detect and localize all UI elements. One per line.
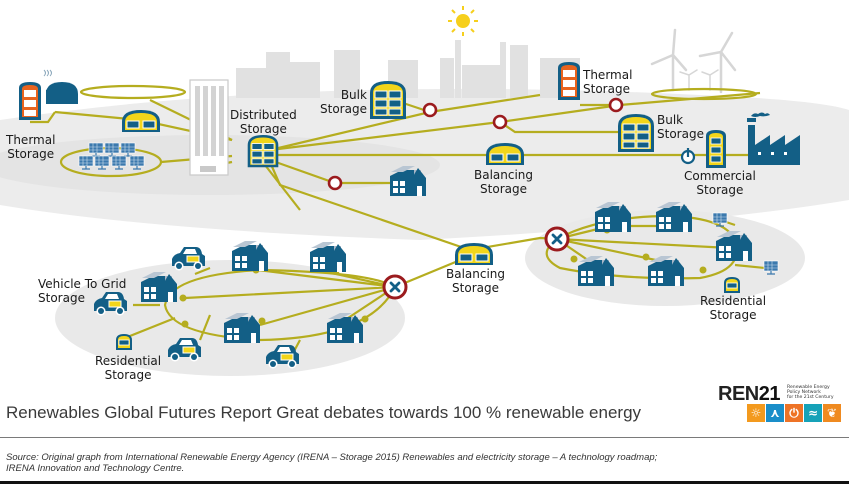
grid-node-icon bbox=[608, 97, 624, 113]
city-skyline bbox=[236, 40, 580, 98]
power-plant-icon bbox=[43, 69, 78, 104]
microgrid-hub-icon bbox=[544, 226, 570, 252]
sun-icon: ☼ bbox=[747, 404, 765, 422]
house-icon bbox=[232, 241, 268, 271]
power-switch-icon bbox=[680, 148, 696, 165]
sun-icon bbox=[448, 6, 478, 36]
thermal-storage-left-icon bbox=[19, 82, 41, 120]
water-wave-icon: ≈ bbox=[804, 404, 822, 422]
power-icon: ⏻ bbox=[785, 404, 803, 422]
residential-battery-icon bbox=[723, 276, 741, 294]
source-line-2: IRENA Innovation and Technology Centre. bbox=[6, 463, 185, 474]
source-line-1: Source: Original graph from Internationa… bbox=[6, 452, 658, 463]
house-icon bbox=[327, 313, 363, 343]
divider bbox=[0, 437, 849, 438]
logo-icon-tiles: ☼⋏⏻≈❦ bbox=[747, 404, 841, 422]
thermal-storage-right-icon bbox=[558, 62, 580, 100]
house-icon bbox=[656, 202, 692, 232]
wind-turbines-icon bbox=[650, 28, 737, 94]
commercial-storage-icon bbox=[705, 129, 727, 169]
leaf-icon: ❦ bbox=[823, 404, 841, 422]
house-icon bbox=[648, 256, 684, 286]
grid-node-icon bbox=[422, 102, 438, 118]
distributed-storage-icon bbox=[247, 134, 279, 168]
grid-node-icon bbox=[492, 114, 508, 130]
office-tower bbox=[189, 79, 229, 176]
bulk-storage-center-icon bbox=[369, 80, 407, 120]
report-title: Renewables Global Futures Report Great d… bbox=[6, 403, 642, 422]
house-icon bbox=[310, 242, 346, 272]
house-icon bbox=[141, 272, 177, 302]
balancing-storage-middle-icon bbox=[454, 242, 494, 266]
house-icon bbox=[595, 202, 631, 232]
microgrid-hub-icon bbox=[382, 274, 408, 300]
bottom-border bbox=[0, 481, 849, 484]
bulk-storage-right-icon bbox=[617, 113, 655, 153]
balancing-storage-upper-icon bbox=[485, 142, 525, 166]
logo-wordmark: REN21 bbox=[718, 383, 780, 405]
battery-storage-icon bbox=[121, 109, 161, 133]
house-icon bbox=[578, 256, 614, 286]
grid-node-icon bbox=[327, 175, 343, 191]
energy-storage-diagram bbox=[0, 6, 849, 376]
house-icon bbox=[390, 166, 426, 196]
residential-battery-icon bbox=[115, 333, 133, 351]
wind-turbine-icon: ⋏ bbox=[766, 404, 784, 422]
house-icon bbox=[716, 231, 752, 261]
source-citation: Source: Original graph from Internationa… bbox=[6, 452, 657, 474]
house-icon bbox=[224, 313, 260, 343]
